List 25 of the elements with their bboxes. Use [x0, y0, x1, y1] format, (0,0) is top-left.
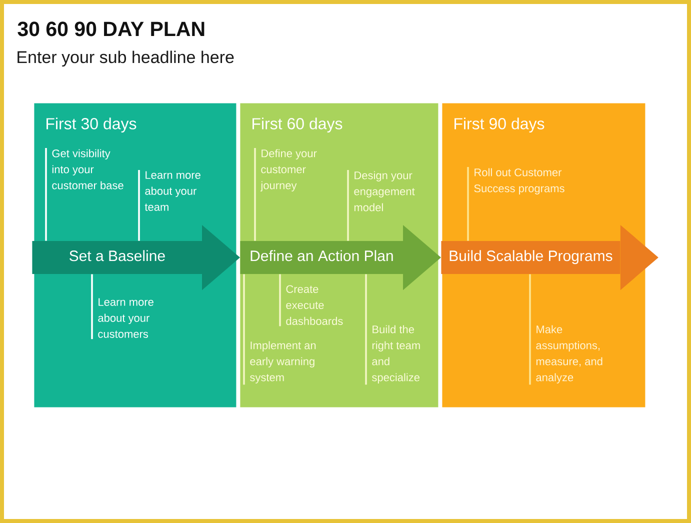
leader-line	[279, 274, 281, 326]
leader-line	[254, 148, 256, 241]
note-text: Create execute dashboards	[286, 285, 343, 325]
title: 30 60 90 DAY PLAN	[18, 22, 204, 36]
leader-line	[365, 274, 367, 385]
node-label: Set a Baseline	[70, 250, 165, 262]
note-text: Learn more about your team	[144, 171, 200, 211]
note-text: Design your engagement model	[354, 171, 415, 212]
note-text: Get visibility into your customer base	[52, 149, 124, 190]
node-label: Build Scalable Programs	[450, 250, 612, 264]
note-text: Make assumptions, measure, and analyze	[536, 325, 602, 384]
leader-line	[91, 274, 93, 340]
leader-line	[138, 170, 140, 241]
subtitle: Enter your sub headline here	[18, 50, 234, 67]
note-text: Implement an early warning system	[250, 341, 316, 384]
node-label: Define an Action Plan	[250, 250, 393, 262]
leader-line	[45, 148, 47, 241]
note-text: Learn more about your customers	[98, 298, 154, 338]
leader-line	[529, 274, 531, 385]
note-text: Roll out Customer Success programs	[474, 168, 564, 194]
note-text: Build the right team and specialize	[372, 325, 420, 384]
note-text: Define your customer journey	[260, 149, 317, 192]
leader-line	[243, 274, 245, 385]
leader-line	[467, 167, 469, 241]
leader-line	[347, 170, 349, 241]
